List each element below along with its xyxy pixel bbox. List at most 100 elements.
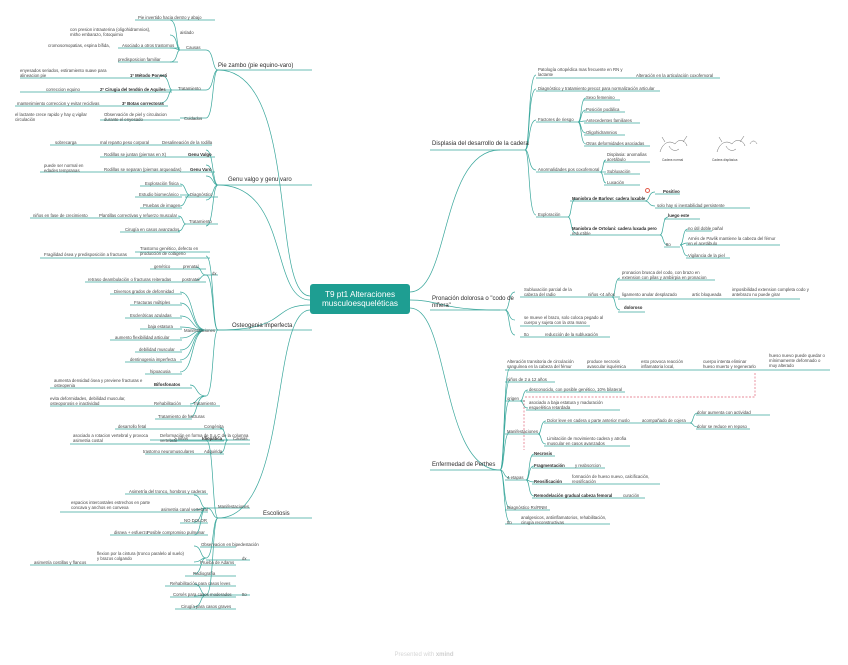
node[interactable]: Desalineación de la rodilla bbox=[162, 140, 213, 145]
node[interactable]: disnea + esfuerzo bbox=[114, 530, 149, 535]
node[interactable]: Antecedentes familiares bbox=[586, 118, 632, 123]
node[interactable]: Causas bbox=[233, 436, 248, 441]
node[interactable]: solo hay si inestabilidad persistente bbox=[657, 203, 725, 208]
node[interactable]: dx bbox=[242, 556, 247, 561]
node[interactable]: Fragilidad ósea y predisposición a fract… bbox=[44, 252, 127, 257]
node[interactable]: Manifestaciones bbox=[507, 429, 539, 434]
node[interactable]: aumento flexibilidad articular bbox=[115, 335, 170, 340]
node[interactable]: Diagnóstico y tratamiento precoz para no… bbox=[538, 86, 655, 91]
node[interactable]: Radiografía bbox=[193, 571, 216, 576]
node[interactable]: trastorno neuromusculares bbox=[143, 449, 195, 454]
node[interactable]: doloroso bbox=[624, 305, 643, 310]
node[interactable]: aislado bbox=[180, 30, 194, 35]
node[interactable]: Limitación de movimiento cadera y atrofi… bbox=[547, 436, 626, 446]
node[interactable]: dolor aumenta con actividad bbox=[697, 410, 751, 415]
node[interactable]: Manifestaciones bbox=[184, 328, 216, 333]
node[interactable]: niños <4 años bbox=[588, 292, 615, 297]
node[interactable]: curación bbox=[623, 493, 640, 498]
node[interactable]: cromosomopatias, espina bífida, bbox=[48, 43, 110, 48]
node[interactable]: desarrollo fetal bbox=[118, 424, 147, 429]
node[interactable]: Cuidados bbox=[184, 116, 203, 121]
node[interactable]: Factores de riesgo bbox=[538, 117, 574, 122]
node[interactable]: 2º Cirugia del tendón de Aquiles bbox=[100, 87, 166, 92]
node[interactable]: Bifosfonatos bbox=[154, 382, 181, 387]
node[interactable]: enyesados seriados, estiramiento suave p… bbox=[20, 68, 106, 78]
node[interactable]: Causas bbox=[186, 45, 201, 50]
node[interactable]: correccion equino bbox=[46, 87, 80, 92]
node[interactable]: se mueve el brazo, solo coloca pegado al… bbox=[524, 315, 603, 325]
node[interactable]: Tratamiento bbox=[193, 401, 216, 406]
node[interactable]: mantenimiento correccion y evitar recidi… bbox=[17, 101, 100, 106]
node[interactable]: reducción de la subluxación bbox=[545, 332, 599, 337]
node[interactable]: predisposicion familiar bbox=[118, 57, 161, 62]
node[interactable]: 3º Botas correctoras bbox=[122, 101, 164, 106]
node[interactable]: Asimetría del tronco, hombros y caderas bbox=[129, 489, 207, 494]
node[interactable]: Cirugía en casos avanzados bbox=[125, 227, 180, 232]
node[interactable]: Rehabilitación para casos leves bbox=[170, 581, 231, 586]
node[interactable]: Diagnóstico bbox=[190, 192, 213, 197]
node[interactable]: Otras deformidades asociadas bbox=[586, 141, 645, 146]
node[interactable]: dolor se reduce en reposo bbox=[697, 424, 747, 429]
node[interactable]: prenatal bbox=[183, 264, 199, 269]
branch-perthes[interactable]: Enfermedad de Perthes bbox=[432, 462, 496, 468]
node[interactable]: Oligohidramnios bbox=[586, 130, 618, 135]
node[interactable]: Arnés de Pavlik mantiene la cabeza del f… bbox=[688, 236, 775, 246]
node[interactable]: Tratamiento bbox=[178, 86, 201, 91]
node[interactable]: tto bbox=[524, 332, 529, 337]
node[interactable]: Manifestaciones bbox=[218, 504, 250, 509]
node[interactable]: Anormalidades pos coxofemoral bbox=[538, 167, 600, 172]
node[interactable]: tto bbox=[666, 242, 671, 247]
node[interactable]: Corsés para casos moderados bbox=[173, 592, 232, 597]
node[interactable]: Observacion en bipedestación bbox=[201, 542, 259, 547]
node[interactable]: 4 etapas bbox=[507, 475, 524, 480]
node[interactable]: Estudio biomecánico bbox=[139, 192, 179, 197]
node[interactable]: Remodelación gradual cabeza femoral bbox=[534, 493, 613, 498]
node[interactable]: Prueba de Adams bbox=[200, 560, 235, 565]
branch-escoliosis[interactable]: Escoliosis bbox=[263, 511, 290, 517]
node[interactable]: debilidad muscular bbox=[139, 347, 175, 352]
node[interactable]: ligamento anular desplazado bbox=[622, 292, 677, 297]
node[interactable]: Necrosis bbox=[534, 451, 553, 456]
node[interactable]: baja estatura bbox=[148, 324, 173, 329]
node[interactable]: luego este bbox=[668, 213, 690, 218]
node[interactable]: asimetría costillas y flancos bbox=[34, 560, 87, 565]
node[interactable]: el lactante crece rapido y hay q vigilar… bbox=[15, 112, 87, 122]
node[interactable]: Vigilancia de la piel bbox=[688, 253, 725, 258]
node[interactable]: Diagnóstico Rx/RNM bbox=[507, 505, 547, 510]
node[interactable]: Fracturas múltiples bbox=[134, 300, 171, 305]
node[interactable]: Congénita bbox=[204, 424, 224, 429]
node[interactable]: niños en fase de crecimiento bbox=[33, 213, 88, 218]
node[interactable]: 1º Método Ponseti bbox=[130, 73, 168, 78]
node[interactable]: Positivo bbox=[663, 189, 680, 194]
node[interactable]: no útil doble pañal bbox=[688, 226, 723, 231]
node[interactable]: Luxación bbox=[607, 180, 625, 185]
node[interactable]: Rodillas se separan (piernas arqueadas) bbox=[104, 167, 182, 172]
node[interactable]: Posible compromiso pulmonar bbox=[147, 530, 205, 535]
node[interactable]: Genu Varo bbox=[190, 167, 212, 172]
node[interactable]: Cirugía para casos graves bbox=[181, 604, 232, 609]
node[interactable]: Rodillas se juntan (piernas en X) bbox=[104, 152, 167, 157]
node[interactable]: Exploración física bbox=[145, 181, 179, 186]
node[interactable]: Deformación en forma de S o C de la colu… bbox=[160, 433, 248, 443]
branch-genu[interactable]: Genu valgo y genu varo bbox=[228, 177, 292, 183]
node[interactable]: dx bbox=[212, 271, 217, 276]
node[interactable]: dentinogenia imperfecta bbox=[130, 357, 176, 362]
node[interactable]: espacios intercostales estrechos en part… bbox=[71, 500, 150, 510]
branch-pie-zambo[interactable]: Pie zambo (pie equino-varo) bbox=[218, 63, 294, 69]
node[interactable]: desconocido, con posible genético, 10% b… bbox=[529, 387, 622, 392]
node[interactable]: flexion por la cintura (tronco paralelo … bbox=[97, 551, 184, 561]
branch-pronacion[interactable]: Pronación dolorosa o "codo de niñera" bbox=[432, 296, 514, 310]
node[interactable]: asimetria canal vertebral bbox=[161, 507, 208, 512]
node[interactable]: artic bloqueada bbox=[692, 292, 722, 297]
